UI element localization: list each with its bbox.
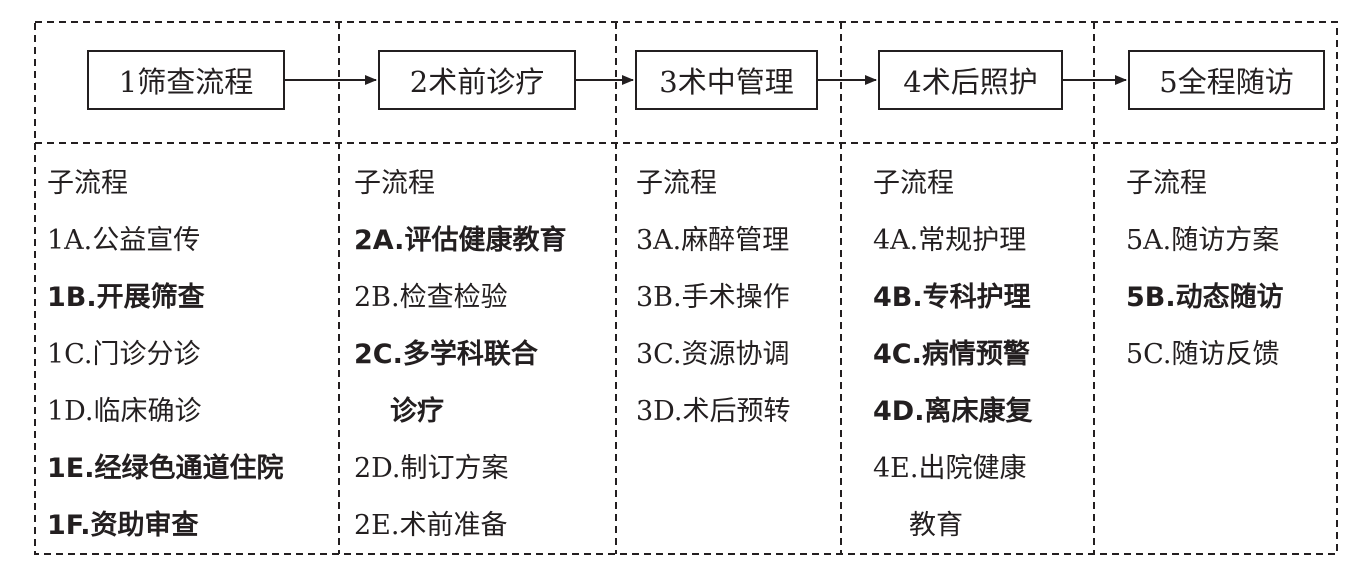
subprocess-item: 5A.随访方案	[1126, 225, 1280, 256]
subprocess-item-continuation: 诊疗	[390, 396, 444, 427]
subprocess-item: 2A.评估健康教育	[354, 225, 567, 256]
subprocess-item: 4B.专科护理	[873, 282, 1031, 313]
stage-box-followup: 5全程随访	[1128, 50, 1325, 110]
subprocess-column-2: 子流程 2A.评估健康教育 2B.检查检验 2C.多学科联合 诊疗 2D.制订方…	[354, 155, 566, 554]
subprocess-header: 子流程	[47, 168, 128, 199]
subprocess-item: 1C.门诊分诊	[47, 339, 201, 370]
subprocess-item: 2E.术前准备	[354, 510, 508, 541]
stage-box-screening: 1筛查流程	[87, 50, 285, 110]
subprocess-item: 3A.麻醉管理	[636, 225, 790, 256]
subprocess-item: 3C.资源协调	[636, 339, 790, 370]
stage-label: 2术前诊疗	[409, 65, 545, 99]
subprocess-item: 4A.常规护理	[873, 225, 1027, 256]
stage-label: 4术后照护	[903, 65, 1038, 99]
subprocess-column-5: 子流程 5A.随访方案 5B.动态随访 5C.随访反馈	[1126, 155, 1284, 383]
subprocess-item: 2D.制订方案	[354, 453, 509, 484]
subprocess-item: 1A.公益宣传	[47, 225, 201, 256]
stage-box-preoperative: 2术前诊疗	[378, 50, 576, 110]
subprocess-item: 4D.离床康复	[873, 396, 1033, 427]
subprocess-item: 2B.检查检验	[354, 282, 508, 313]
subprocess-item: 3B.手术操作	[636, 282, 790, 313]
subprocess-item: 4C.病情预警	[873, 339, 1030, 370]
subprocess-header: 子流程	[1126, 168, 1207, 199]
subprocess-header: 子流程	[873, 168, 954, 199]
subprocess-item-continuation: 教育	[909, 510, 963, 541]
subprocess-column-1: 子流程 1A.公益宣传 1B.开展筛查 1C.门诊分诊 1D.临床确诊 1E.经…	[47, 155, 284, 554]
subprocess-item: 2C.多学科联合	[354, 339, 538, 370]
subprocess-item: 5C.随访反馈	[1126, 339, 1280, 370]
subprocess-item: 1F.资助审查	[47, 510, 199, 541]
subprocess-item: 4E.出院健康	[873, 453, 1027, 484]
stage-label: 1筛查流程	[118, 65, 254, 99]
stage-box-postoperative: 4术后照护	[878, 50, 1063, 110]
subprocess-header: 子流程	[636, 168, 717, 199]
subprocess-item: 1D.临床确诊	[47, 396, 202, 427]
subprocess-column-4: 子流程 4A.常规护理 4B.专科护理 4C.病情预警 4D.离床康复 4E.出…	[873, 155, 1032, 554]
subprocess-header: 子流程	[354, 168, 435, 199]
stage-label: 3术中管理	[659, 65, 794, 99]
subprocess-column-3: 子流程 3A.麻醉管理 3B.手术操作 3C.资源协调 3D.术后预转	[636, 155, 790, 440]
subprocess-item: 1B.开展筛查	[47, 282, 205, 313]
subprocess-item: 3D.术后预转	[636, 396, 791, 427]
subprocess-item: 1E.经绿色通道住院	[47, 453, 284, 484]
stage-box-intraoperative: 3术中管理	[635, 50, 818, 110]
subprocess-item: 5B.动态随访	[1126, 282, 1284, 313]
stage-label: 5全程随访	[1159, 65, 1294, 99]
outer-dashed-border	[34, 21, 1338, 555]
